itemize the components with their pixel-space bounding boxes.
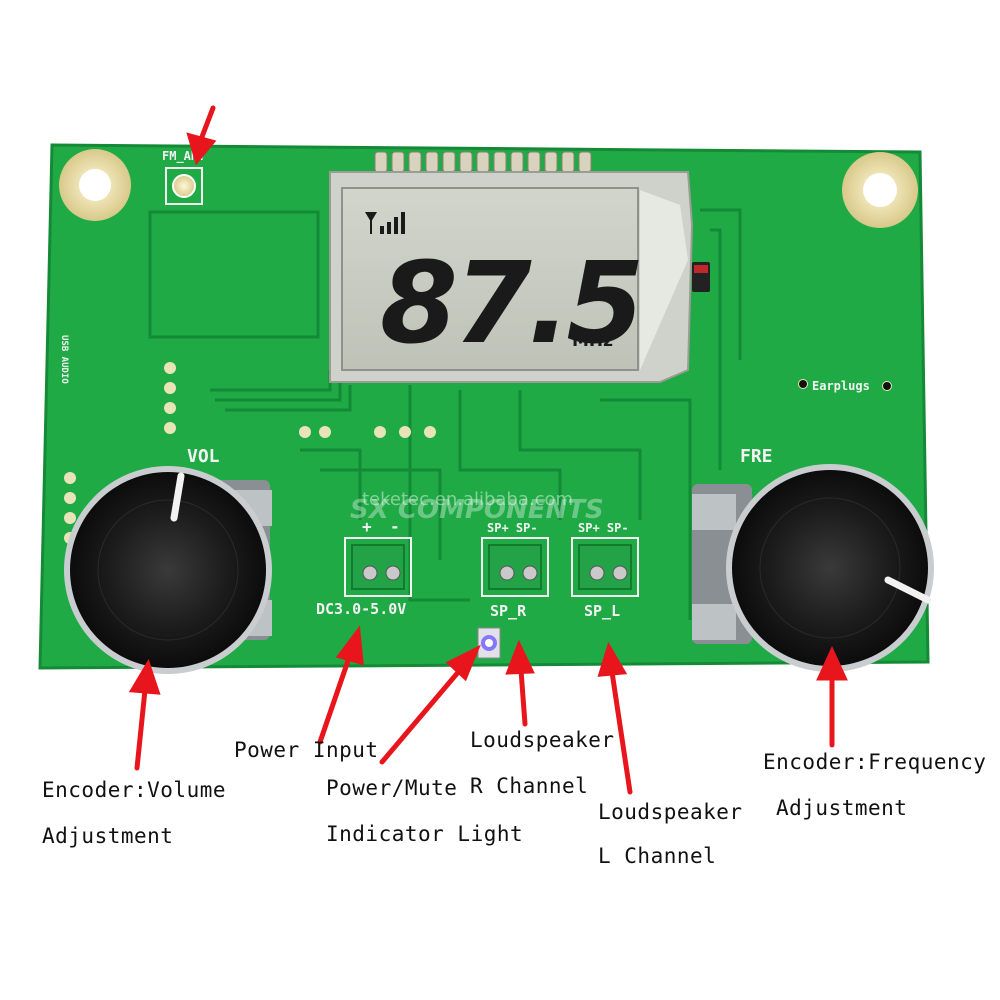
antenna-pad	[172, 174, 196, 198]
callout-loud-l-line1: Loudspeaker	[598, 800, 743, 824]
lcd-unit: MHz	[572, 331, 613, 351]
callout-power-mute-line2: Indicator Light	[326, 822, 524, 846]
arrow-speaker-r	[505, 639, 535, 727]
side-silk-label: USB AUDIO	[59, 335, 69, 384]
watermark-text: teketec.en.alibaba.com	[362, 489, 573, 510]
arrow-antenna	[186, 105, 217, 166]
callout-loud-r-line2: R Channel	[470, 774, 589, 798]
callout-loud-r-line1: Loudspeaker	[470, 728, 615, 752]
arrow-speaker-l	[597, 641, 633, 795]
earplugs-silk-label: Earplugs	[812, 379, 870, 393]
power-input-connector	[344, 537, 412, 597]
sp-r-pins-label: SP+ SP-	[487, 521, 538, 535]
sp-r-silk-label: SP_R	[490, 602, 527, 620]
callout-arrows	[128, 105, 848, 795]
signal-strength-icon	[365, 212, 405, 234]
lcd-display	[329, 171, 694, 383]
speaker-r-connector	[481, 537, 549, 597]
arrow-power-input	[317, 625, 364, 745]
lcd-frequency: 87.5	[380, 239, 640, 369]
vol-silk-label: VOL	[187, 446, 220, 467]
speaker-l-connector	[571, 537, 639, 597]
arrow-frequency	[816, 646, 848, 748]
minus-silk-label: -	[390, 517, 400, 536]
frequency-knob	[726, 464, 934, 672]
arrow-led	[379, 644, 481, 765]
sp-l-silk-label: SP_L	[584, 602, 620, 620]
sp-l-pins-label: SP+ SP-	[578, 521, 629, 535]
callout-freq-line2: Adjustment	[776, 796, 908, 820]
callout-power-input: Power Input	[234, 738, 379, 762]
earplug-jack	[799, 380, 891, 390]
callout-volume-line1: Encoder:Volume	[42, 778, 227, 802]
plus-silk-label: +	[362, 517, 372, 536]
brand-watermark: SX COMPONENTS	[350, 495, 604, 525]
volume-knob	[64, 466, 272, 674]
callout-freq-line1: Encoder:Frequency	[763, 750, 987, 774]
callout-volume-line2: Adjustment	[42, 824, 174, 848]
arrow-volume	[128, 659, 161, 771]
callout-loud-l-line2: L Channel	[598, 844, 717, 868]
fre-silk-label: FRE	[740, 446, 773, 467]
red-component	[692, 262, 710, 292]
power-mute-led	[477, 627, 501, 659]
callout-power-mute-line1: Power/Mute	[326, 776, 458, 800]
power-silk-label: DC3.0-5.0V	[316, 600, 406, 618]
